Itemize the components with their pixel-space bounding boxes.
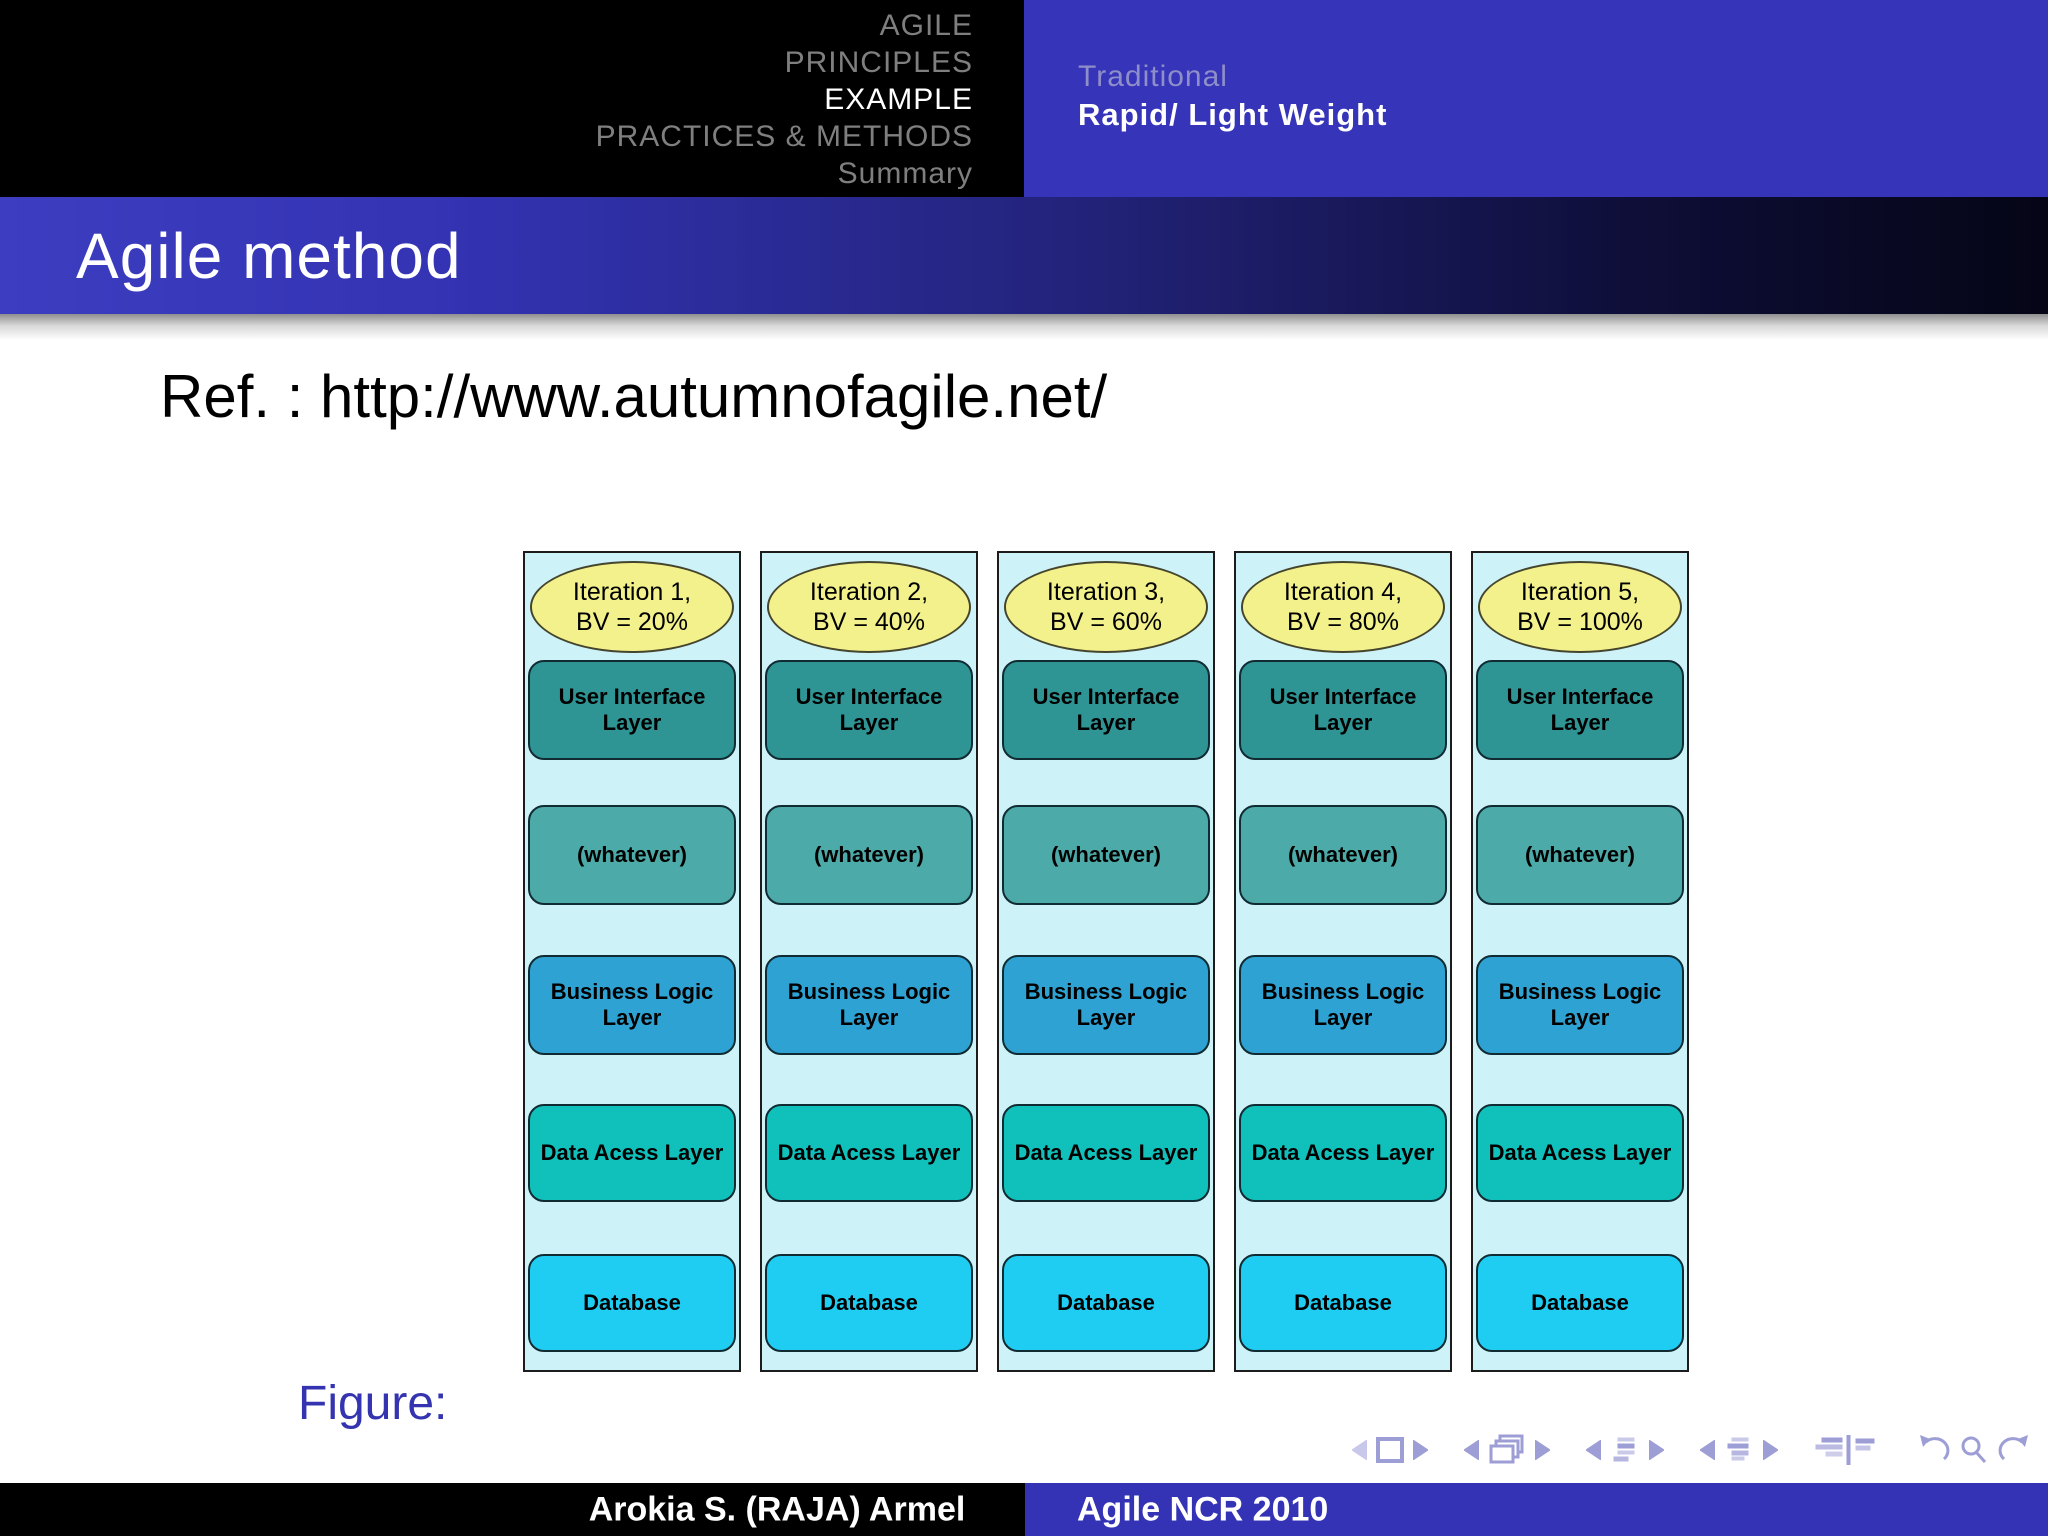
header-subsection-rapid-lightweight[interactable]: Rapid/ Light Weight <box>1078 97 1388 132</box>
frames-icon[interactable] <box>1488 1434 1526 1466</box>
layer-box-user-interface: User Interface Layer <box>1002 660 1210 760</box>
iteration-column-4: Iteration 4, BV = 80% User Interface Lay… <box>1234 551 1452 1372</box>
section-nav-group <box>1700 1437 1778 1463</box>
forward-history-icon[interactable] <box>1998 1435 2032 1465</box>
history-search-group <box>1916 1435 2032 1465</box>
subsection-nav-group <box>1586 1437 1664 1463</box>
header-section-practices-methods[interactable]: PRACTICES & METHODS <box>595 120 973 153</box>
next-slide-icon[interactable] <box>1413 1440 1428 1460</box>
subsection-list-icon[interactable] <box>1610 1437 1640 1463</box>
header-subsection-traditional[interactable]: Traditional <box>1078 60 1228 93</box>
layer-box-business-logic: Business Logic Layer <box>765 955 973 1055</box>
layer-box-user-interface: User Interface Layer <box>528 660 736 760</box>
layer-box-database: Database <box>1239 1254 1447 1352</box>
next-subsection-icon[interactable] <box>1649 1440 1664 1460</box>
layer-box-whatever: (whatever) <box>528 805 736 905</box>
business-value-label: BV = 80% <box>1287 608 1399 636</box>
prev-subsection-icon[interactable] <box>1586 1440 1601 1460</box>
footer-author-name: Arokia S. (RAJA) Armel <box>588 1490 966 1528</box>
layer-box-database: Database <box>528 1254 736 1352</box>
iteration-label: Iteration 1, <box>572 578 692 606</box>
document-structure-icon[interactable] <box>1814 1435 1880 1465</box>
header-subsection-nav: Traditional Rapid/ Light Weight <box>1024 0 2048 197</box>
figure-caption: Figure: <box>298 1377 448 1430</box>
business-value-label: BV = 20% <box>576 608 688 636</box>
prev-slide-icon[interactable] <box>1352 1440 1367 1460</box>
layer-box-data-access: Data Acess Layer <box>1002 1104 1210 1202</box>
search-icon[interactable] <box>1959 1435 1989 1465</box>
iteration-column-2: Iteration 2, BV = 40% User Interface Lay… <box>760 551 978 1372</box>
iteration-column-5: Iteration 5, BV = 100% User Interface La… <box>1471 551 1689 1372</box>
iteration-column-3: Iteration 3, BV = 60% User Interface Lay… <box>997 551 1215 1372</box>
next-frame-icon[interactable] <box>1535 1440 1550 1460</box>
iteration-column-1: Iteration 1, BV = 20% User Interface Lay… <box>523 551 741 1372</box>
iteration-ellipse: Iteration 4, BV = 80% <box>1241 561 1445 653</box>
slide-nav-group <box>1352 1437 1428 1463</box>
frame-title: Agile method <box>76 219 462 292</box>
title-shadow-gradient <box>0 314 2048 340</box>
header-section-example[interactable]: EXAMPLE <box>824 83 973 116</box>
appendix-nav-group <box>1814 1435 1880 1465</box>
layer-box-business-logic: Business Logic Layer <box>1239 955 1447 1055</box>
layer-box-data-access: Data Acess Layer <box>1476 1104 1684 1202</box>
layer-box-database: Database <box>1002 1254 1210 1352</box>
header-section-summary[interactable]: Summary <box>837 157 973 190</box>
iteration-label: Iteration 5, <box>1520 578 1640 606</box>
iteration-ellipse: Iteration 1, BV = 20% <box>530 561 734 653</box>
layer-box-data-access: Data Acess Layer <box>765 1104 973 1202</box>
business-value-label: BV = 40% <box>813 608 925 636</box>
layer-box-user-interface: User Interface Layer <box>1239 660 1447 760</box>
footer-bar: Agile NCR 2010 Arokia S. (RAJA) Armel <box>0 1483 2048 1536</box>
iterations-figure: Iteration 1, BV = 20% User Interface Lay… <box>523 551 1689 1372</box>
layer-box-whatever: (whatever) <box>1002 805 1210 905</box>
slide-icon[interactable] <box>1376 1437 1404 1463</box>
prev-section-icon[interactable] <box>1700 1440 1715 1460</box>
section-list-icon[interactable] <box>1724 1437 1754 1463</box>
layer-box-database: Database <box>765 1254 973 1352</box>
business-value-label: BV = 60% <box>1050 608 1162 636</box>
header-section-principles[interactable]: PRINCIPLES <box>784 46 973 79</box>
iteration-ellipse: Iteration 3, BV = 60% <box>1004 561 1208 653</box>
layer-box-business-logic: Business Logic Layer <box>1476 955 1684 1055</box>
iteration-ellipse: Iteration 2, BV = 40% <box>767 561 971 653</box>
iteration-ellipse: Iteration 5, BV = 100% <box>1478 561 1682 653</box>
iteration-label: Iteration 4, <box>1283 578 1403 606</box>
footer-author-cell <box>0 1483 1025 1536</box>
navigation-symbols <box>1352 1430 2032 1470</box>
reference-text: Ref. : http://www.autumnofagile.net/ <box>160 363 1108 430</box>
header-section-nav: AGILE PRINCIPLES EXAMPLE PRACTICES & MET… <box>0 0 1024 197</box>
layer-box-data-access: Data Acess Layer <box>1239 1104 1447 1202</box>
layer-box-whatever: (whatever) <box>1239 805 1447 905</box>
layer-box-data-access: Data Acess Layer <box>528 1104 736 1202</box>
layer-box-whatever: (whatever) <box>765 805 973 905</box>
footer-event-title: Agile NCR 2010 <box>1077 1490 1329 1528</box>
next-section-icon[interactable] <box>1763 1440 1778 1460</box>
business-value-label: BV = 100% <box>1517 608 1643 636</box>
back-history-icon[interactable] <box>1916 1435 1950 1465</box>
iteration-label: Iteration 2, <box>809 578 929 606</box>
layer-box-database: Database <box>1476 1254 1684 1352</box>
prev-frame-icon[interactable] <box>1464 1440 1479 1460</box>
footer-event-cell: Agile NCR 2010 <box>1025 1483 2048 1536</box>
layer-box-user-interface: User Interface Layer <box>765 660 973 760</box>
iteration-label: Iteration 3, <box>1046 578 1166 606</box>
layer-box-business-logic: Business Logic Layer <box>528 955 736 1055</box>
layer-box-business-logic: Business Logic Layer <box>1002 955 1210 1055</box>
layer-box-user-interface: User Interface Layer <box>1476 660 1684 760</box>
layer-box-whatever: (whatever) <box>1476 805 1684 905</box>
frame-title-bar: Agile method <box>0 197 2048 314</box>
frame-nav-group <box>1464 1434 1550 1466</box>
header-section-agile[interactable]: AGILE <box>879 9 973 42</box>
